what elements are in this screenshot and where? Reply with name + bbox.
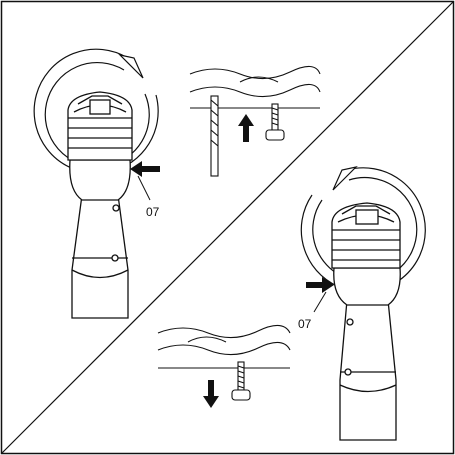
drill-icon — [67, 91, 133, 319]
callout-label: 07 — [298, 317, 312, 331]
tighten-panel: 07 — [33, 48, 321, 319]
workpiece — [189, 65, 321, 109]
callout-label: 07 — [146, 205, 160, 219]
drill-bit-icon — [210, 95, 219, 177]
direction-arrow-icon — [130, 161, 160, 177]
up-arrow-icon — [238, 114, 254, 142]
rotation-arrow-icon — [33, 48, 159, 174]
drill-icon — [331, 202, 401, 441]
callout-leader — [313, 291, 327, 313]
direction-arrow-icon — [306, 277, 334, 293]
screw-icon — [265, 103, 285, 141]
down-arrow-icon — [203, 380, 219, 408]
callout-leader — [137, 175, 151, 201]
workpiece — [157, 324, 291, 369]
loosen-panel: 07 — [157, 165, 426, 441]
screw-icon — [231, 361, 251, 401]
